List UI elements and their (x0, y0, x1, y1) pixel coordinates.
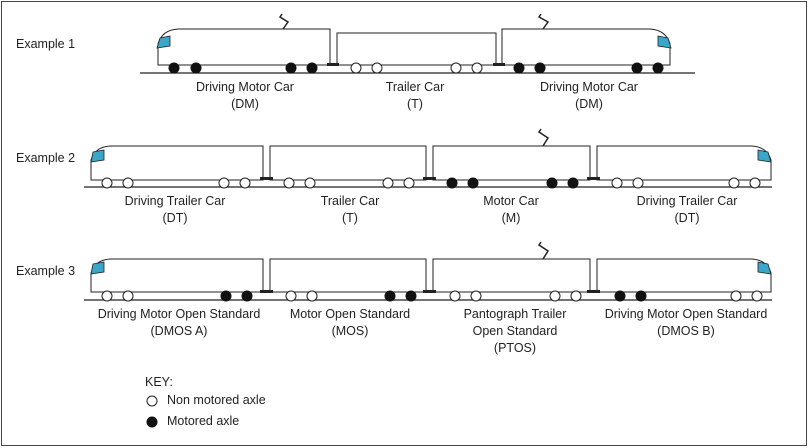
car-code: (T) (342, 211, 358, 225)
key-non-motored-label: Non motored axle (167, 393, 266, 407)
car-code: (MOS) (331, 324, 369, 338)
key-title: KEY: (145, 375, 173, 389)
example-3-title: Example 3 (16, 264, 76, 278)
car-label: Driving Motor Car (DM) (540, 79, 638, 113)
motored-axle-icon (146, 416, 158, 428)
car-label: Driving Trailer Car (DT) (125, 193, 226, 227)
car-name: Driving Trailer Car (124, 194, 226, 208)
car-code: (DT) (674, 211, 700, 225)
car-code: (DM) (575, 97, 603, 111)
car-label: Motor Car (M) (483, 193, 539, 227)
car-label: Driving Motor Open Standard (DMOS A) (98, 306, 261, 340)
car-name: Driving Motor Car (540, 80, 638, 94)
car-name: Driving Motor Open Standard (97, 307, 261, 321)
car-label: Driving Motor Car (DM) (196, 79, 294, 113)
car-code: (T) (407, 97, 423, 111)
example-2-title: Example 2 (16, 151, 76, 165)
train-example-1 (140, 13, 695, 74)
car-name: Driving Motor Car (196, 80, 294, 94)
car-label: Driving Motor Open Standard (DMOS B) (605, 306, 768, 340)
car-name-line2: Open Standard (472, 324, 558, 338)
car-code: (DMOS A) (150, 324, 208, 338)
car-label: Driving Trailer Car (DT) (637, 193, 738, 227)
car-name: Trailer Car (320, 194, 380, 208)
car-code: (DM) (231, 97, 259, 111)
car-name: Trailer Car (385, 80, 445, 94)
car-code: (PTOS) (493, 341, 537, 355)
non-motored-axle-icon (146, 395, 158, 407)
car-name: Driving Motor Open Standard (604, 307, 768, 321)
car-label: Pantograph Trailer Open Standard (PTOS) (464, 306, 567, 357)
train-example-2 (84, 128, 772, 189)
train-example-3 (84, 241, 772, 302)
car-label: Motor Open Standard (MOS) (290, 306, 410, 340)
car-name: Driving Trailer Car (636, 194, 738, 208)
car-label: Trailer Car (T) (321, 193, 380, 227)
key-motored-label: Motored axle (167, 414, 240, 428)
car-code: (M) (501, 211, 521, 225)
car-name: Pantograph Trailer (463, 307, 567, 321)
car-label: Trailer Car (T) (386, 79, 445, 113)
example-1-title: Example 1 (16, 37, 76, 51)
car-name: Motor Car (483, 194, 539, 208)
car-code: (DT) (162, 211, 188, 225)
car-name: Motor Open Standard (289, 307, 411, 321)
car-code: (DMOS B) (657, 324, 715, 338)
